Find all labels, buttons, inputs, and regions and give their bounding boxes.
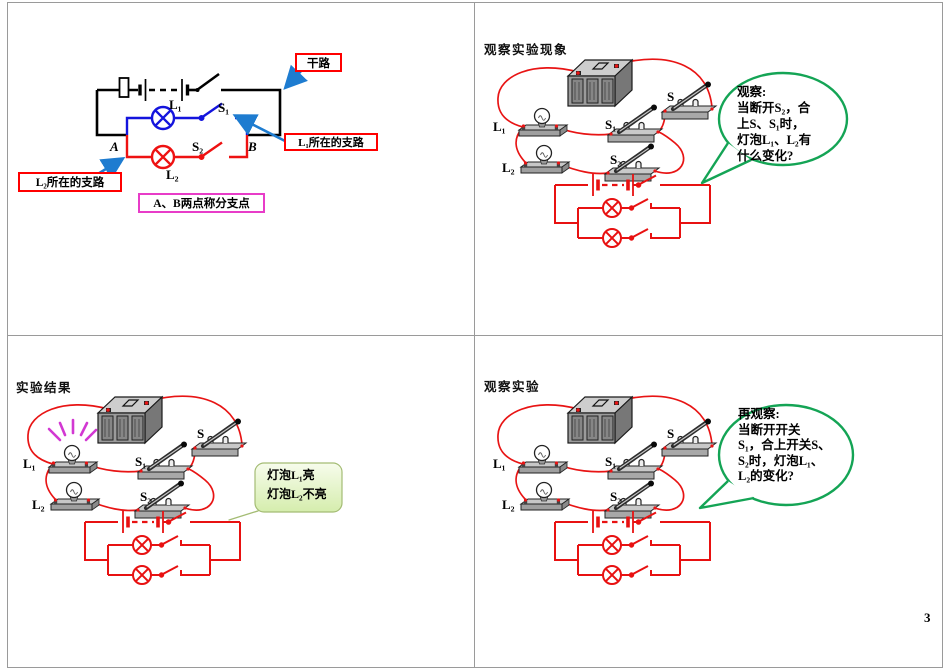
point-a-label: A (109, 139, 119, 154)
slide-title: 观察实验 (484, 380, 541, 394)
speech-bubble (700, 71, 849, 185)
fuse-component (118, 77, 130, 98)
bubble-tail (698, 480, 755, 510)
slide-title: 观察实验现象 (484, 43, 569, 57)
branch-l1-arrow (232, 114, 288, 144)
switch-s2-label: S₂ (192, 139, 203, 154)
callout-text: 灯泡L₁亮 灯泡L₂不亮 (267, 466, 327, 504)
switch-s1-label: S₁ (218, 100, 229, 115)
callout-text-line: 灯泡L₂不亮 (267, 487, 327, 501)
lamp-glow-rays (47, 418, 98, 442)
junction-label-box: A、B两点称分支点 (138, 193, 265, 213)
bubble-text: 再观察: 当断开开关 S₁，合上开关S、 S₂时，灯泡L₁、 L₂的变化? (738, 407, 831, 485)
observe2-svg (475, 336, 855, 672)
speech-bubble (698, 403, 855, 510)
result-svg (0, 336, 343, 672)
branch-l2 (125, 135, 249, 170)
bubble-text: 观察: 当断开S₂，合 上S、S₁时， 灯泡L₁、L₂有 什么变化? (737, 84, 811, 164)
bubble-text-line: S₁，合上开关S、 (738, 438, 831, 452)
bubble-text-line: 灯泡L₁、L₂有 (737, 133, 812, 147)
bubble-text-line: L₂的变化? (738, 469, 794, 483)
trunk-circuit (95, 88, 282, 137)
bubble-text-line: 再观察: (738, 407, 780, 421)
diagram-labels: L₁ S₁ S₂ L₂ A B (109, 97, 257, 182)
slide-title: 实验结果 (16, 381, 73, 395)
bubble-text-line: 观察: (737, 85, 767, 99)
branch-l1-label-box: L₁所在的支路 (284, 133, 378, 151)
trunk-arrow (283, 64, 308, 90)
bubble-text-line: S₂时，灯泡L₁、 (738, 453, 824, 468)
result-callout (228, 462, 343, 521)
bubble-text-line: 当断开S₂，合 (737, 101, 811, 115)
bubble-text-line: 当断开开关 (738, 422, 801, 437)
trunk-label-box: 干路 (295, 53, 342, 72)
horizontal-divider (7, 335, 943, 336)
lamp-l1-label: L₁ (169, 97, 182, 112)
observe-svg: L₁ L₂ S S₁ S₂ (475, 0, 849, 336)
main-switch-symbol (195, 72, 220, 92)
bubble-tail (700, 142, 752, 185)
branch-l2-label-box: L₂所在的支路 (18, 172, 122, 192)
page-number: 3 (924, 610, 931, 625)
slide-experiment-result: 实验结果 灯泡L₁亮 灯泡L₂不亮 (0, 336, 475, 672)
bubble-text-line: 上S、S₁时， (737, 117, 805, 131)
bubble-text-line: 什么变化? (737, 149, 794, 163)
callout-text-line: 灯泡L₁亮 (267, 468, 315, 482)
point-b-label: B (247, 139, 257, 154)
battery-symbol (138, 79, 197, 101)
slide-branch-diagram: L₁ S₁ S₂ L₂ A B 干路 L₁所在的支路 L₂所在的支路 A、B两点… (0, 0, 475, 336)
slide-observe-experiment: L₁ L₂ S S₁ S₂ (475, 0, 950, 336)
slide-observe-again: 观察实验 再观察: 当断开开关 S₁，合上开关S、 S₂时，灯泡L₁、 L₂的变… (475, 336, 950, 672)
lamp-l2-label: L₂ (166, 167, 179, 182)
